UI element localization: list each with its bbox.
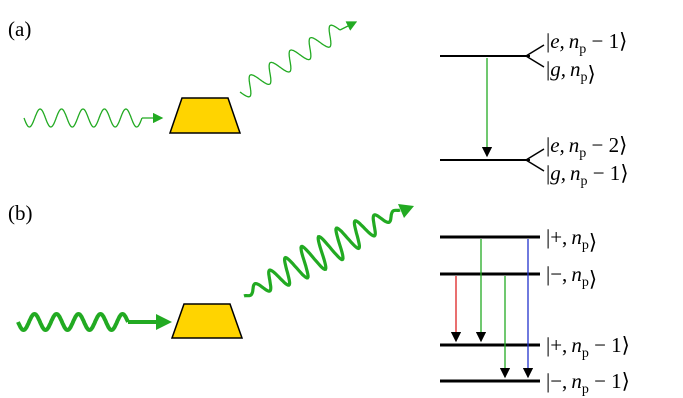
incoming-photon-b-arrow <box>156 314 172 330</box>
svg-text:|e,np − 1⟩: |e,np − 1⟩ <box>546 29 627 57</box>
ket-a-upper-1: |e,np − 1⟩ <box>546 29 627 57</box>
ket-a-lower-2: |g,np − 1⟩ <box>546 161 629 189</box>
incoming-photon-a <box>23 108 143 128</box>
outgoing-photon-b <box>243 208 401 298</box>
svg-text:|−,np − 1⟩: |−,np − 1⟩ <box>546 369 630 397</box>
svg-text:|+,np − 1⟩: |+,np − 1⟩ <box>546 333 630 361</box>
panel-b-label: (b) <box>8 201 33 225</box>
emitter-b <box>170 303 244 339</box>
ket-a-lower-1: |e,np − 2⟩ <box>546 133 627 161</box>
level-a-upper-split <box>524 44 545 68</box>
svg-text:|e,np − 2⟩: |e,np − 2⟩ <box>546 133 627 161</box>
incoming-photon-b <box>16 311 130 333</box>
outgoing-photon-b-arrow <box>398 204 414 218</box>
level-a-lower-split <box>524 148 545 172</box>
svg-text:|g,np − 1⟩: |g,np − 1⟩ <box>546 161 629 189</box>
outgoing-photon-a-arrow <box>339 21 358 31</box>
ket-b-3: |+,np − 1⟩ <box>546 333 630 361</box>
ket-a-upper-2: |g,np⟩ <box>546 57 596 86</box>
ket-b-2: |−,np⟩ <box>546 262 597 291</box>
ket-b-4: |−,np − 1⟩ <box>546 369 630 397</box>
svg-text:|−,np⟩: |−,np⟩ <box>546 262 597 291</box>
ket-b-1: |+,np⟩ <box>546 225 597 254</box>
svg-text:|+,np⟩: |+,np⟩ <box>546 225 597 254</box>
emitter-a <box>168 97 242 134</box>
svg-text:|g,np⟩: |g,np⟩ <box>546 57 596 86</box>
outgoing-photon-a <box>239 24 341 98</box>
panel-a-label: (a) <box>8 17 31 41</box>
